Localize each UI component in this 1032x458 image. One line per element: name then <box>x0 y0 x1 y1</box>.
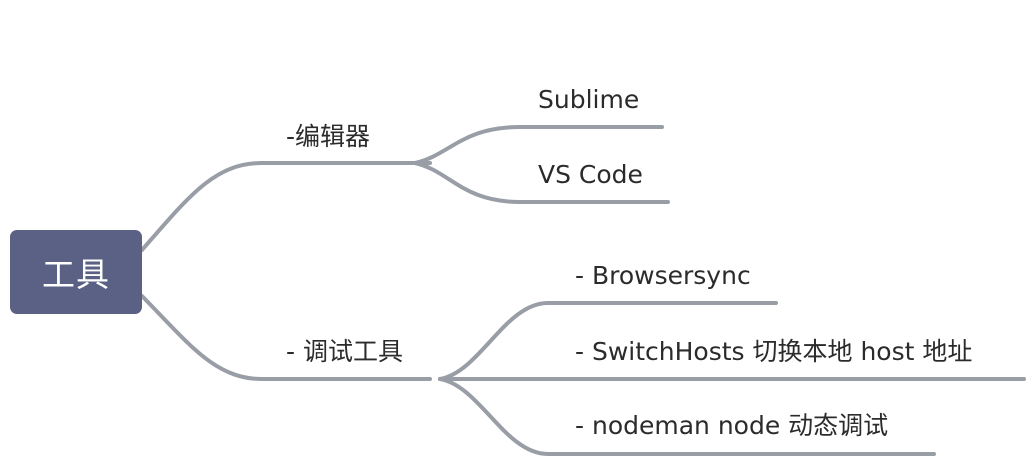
connector-debug-browsersync <box>438 301 778 381</box>
subtopic-vscode[interactable]: VS Code <box>538 160 643 189</box>
connector-root-debug <box>140 294 432 381</box>
connector-editor-vscode <box>413 161 670 204</box>
subtopic-switchhosts[interactable]: - SwitchHosts 切换本地 host 地址 <box>575 337 973 366</box>
root-topic-node[interactable]: 工具 <box>10 230 142 314</box>
root-topic-label: 工具 <box>42 255 110 294</box>
subtopic-nodeman[interactable]: - nodeman node 动态调试 <box>575 411 889 440</box>
subtopic-sublime[interactable]: Sublime <box>538 85 640 114</box>
connector-root-editor <box>140 161 432 252</box>
subtopic-browsersync[interactable]: - Browsersync <box>575 261 751 290</box>
topic-editor[interactable]: -编辑器 <box>286 122 371 151</box>
connector-editor-sublime <box>413 125 664 165</box>
topic-debug-tools[interactable]: - 调试工具 <box>286 337 403 366</box>
connector-debug-nodeman <box>438 377 936 456</box>
